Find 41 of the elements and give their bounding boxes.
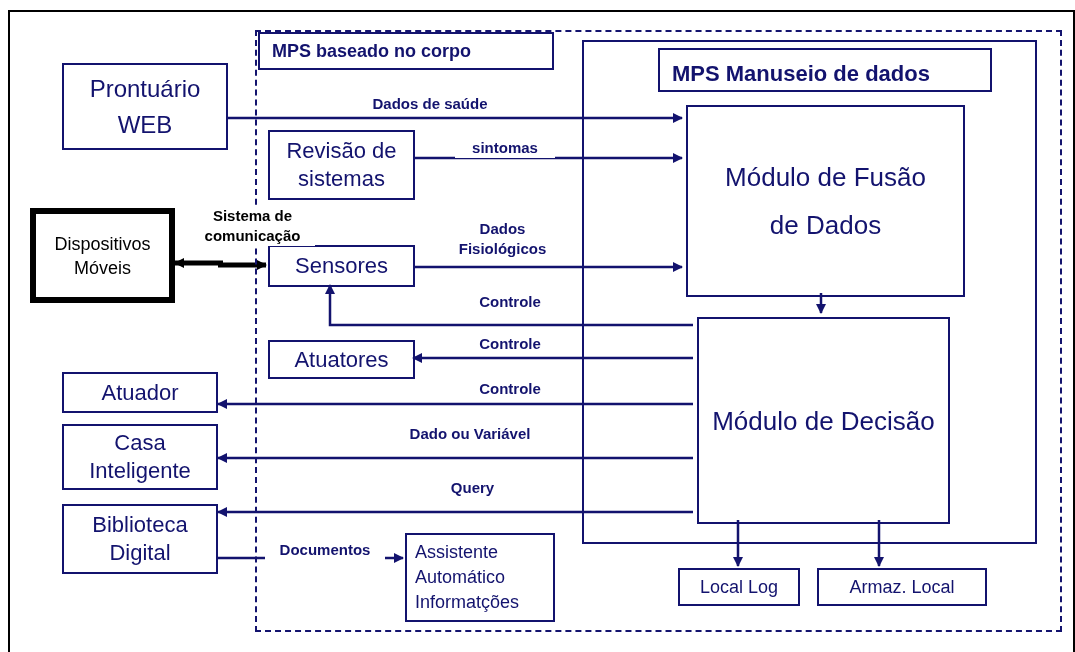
node-text: Biblioteca Digital <box>91 511 189 567</box>
arrow <box>217 453 693 463</box>
node-text: Atuatores <box>294 346 389 373</box>
process-box <box>268 245 415 287</box>
arrow <box>413 262 683 272</box>
node-text: Assistente Automático Informatções <box>415 541 521 614</box>
arrow <box>413 153 683 163</box>
source-box <box>62 63 228 150</box>
arrow <box>874 520 884 567</box>
arrow <box>816 293 826 314</box>
node-text: Armaz. Local <box>849 576 955 599</box>
group-title: MPS Manuseio de dados <box>658 48 992 92</box>
arrow <box>733 520 743 567</box>
arrow <box>228 113 683 123</box>
node-text: Casa Inteligente <box>88 429 192 485</box>
module-box <box>697 317 950 524</box>
storage-box <box>678 568 800 606</box>
target-box <box>62 424 218 490</box>
arrow <box>412 353 693 363</box>
node-text: Módulo de Decisão <box>712 404 935 438</box>
node-text: Revisão de sistemas <box>285 137 398 193</box>
module-box <box>686 105 965 297</box>
node-text: Local Log <box>699 576 779 599</box>
storage-box <box>817 568 987 606</box>
group-title: MPS baseado no corpo <box>258 32 554 70</box>
arrow <box>174 258 267 270</box>
node-text: Atuador <box>101 379 179 406</box>
process-box <box>268 130 415 200</box>
process-box <box>268 340 415 379</box>
module-panel <box>582 40 1037 544</box>
arrow <box>325 284 693 327</box>
arrow <box>217 399 693 409</box>
arrow <box>217 507 693 517</box>
node-text: Módulo de Fusão de Dados <box>724 161 927 242</box>
node-text: Sensores <box>295 253 388 279</box>
target-box <box>62 372 218 413</box>
node-text: Prontuário WEB <box>88 73 202 140</box>
target-box <box>62 504 218 574</box>
device-box <box>30 208 175 303</box>
node-text: Dispositivos Móveis <box>53 232 152 280</box>
process-box <box>405 533 555 622</box>
